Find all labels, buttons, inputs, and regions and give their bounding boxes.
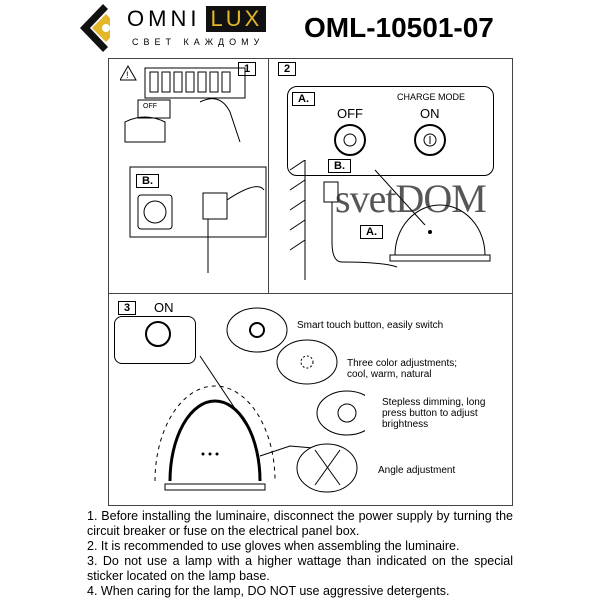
instruction-item: 2. It is recommended to use gloves when … [87, 539, 460, 553]
step-b-label: B. [136, 174, 159, 188]
circuit-breaker-illustration: ! [120, 64, 246, 143]
on-label-step3: ON [154, 300, 174, 315]
step-a-label: A. [292, 92, 315, 106]
feature-color-adjust: Three color adjustments; cool, warm, nat… [347, 358, 458, 380]
divider [268, 58, 269, 294]
svg-text:!: ! [126, 70, 129, 80]
switch-states-icon [334, 124, 446, 156]
charge-mode-title: CHARGE MODE [397, 92, 466, 102]
plug-adapter-illustration [129, 166, 267, 273]
brand-omni: OMNI [127, 6, 201, 31]
off-label: OFF [337, 106, 363, 121]
safety-instructions: 1. Before installing the luminaire, disc… [87, 509, 513, 599]
brand-logo: OMNI LUX [127, 6, 267, 32]
watermark: svetDOM [335, 176, 487, 221]
feature-angle: Angle adjustment [378, 465, 456, 476]
step-a2-label: A. [360, 225, 383, 239]
charge-mode-callout [287, 86, 494, 176]
divider [108, 293, 512, 294]
feature-dimming: Stepless dimming, long press button to a… [382, 397, 486, 430]
instruction-item: 1. Before installing the luminaire, disc… [87, 509, 513, 538]
breaker-off-text: OFF [143, 103, 157, 110]
step-2-label: 2 [278, 62, 297, 76]
logo-mark-icon [80, 4, 110, 52]
step-1-label: 1 [238, 62, 257, 76]
feature-touch-button: Smart touch button, easily switch [297, 320, 444, 331]
model-number: OML-10501-07 [304, 12, 494, 43]
instruction-diagram-frame [108, 58, 513, 506]
brand-lux: LUX [206, 6, 267, 32]
on-label: ON [420, 106, 440, 121]
brand-tagline: СВЕТ КАЖДОМУ [132, 37, 265, 47]
instruction-item: 3. Do not use a lamp with a higher watta… [87, 554, 513, 583]
on-callout [114, 316, 196, 364]
feature-icons [226, 307, 365, 493]
mirror-charging-illustration [289, 160, 491, 280]
step-b2-label: B. [328, 159, 351, 173]
instruction-item: 4. When caring for the lamp, DO NOT use … [87, 584, 450, 598]
step-3-label: 3 [118, 301, 137, 315]
